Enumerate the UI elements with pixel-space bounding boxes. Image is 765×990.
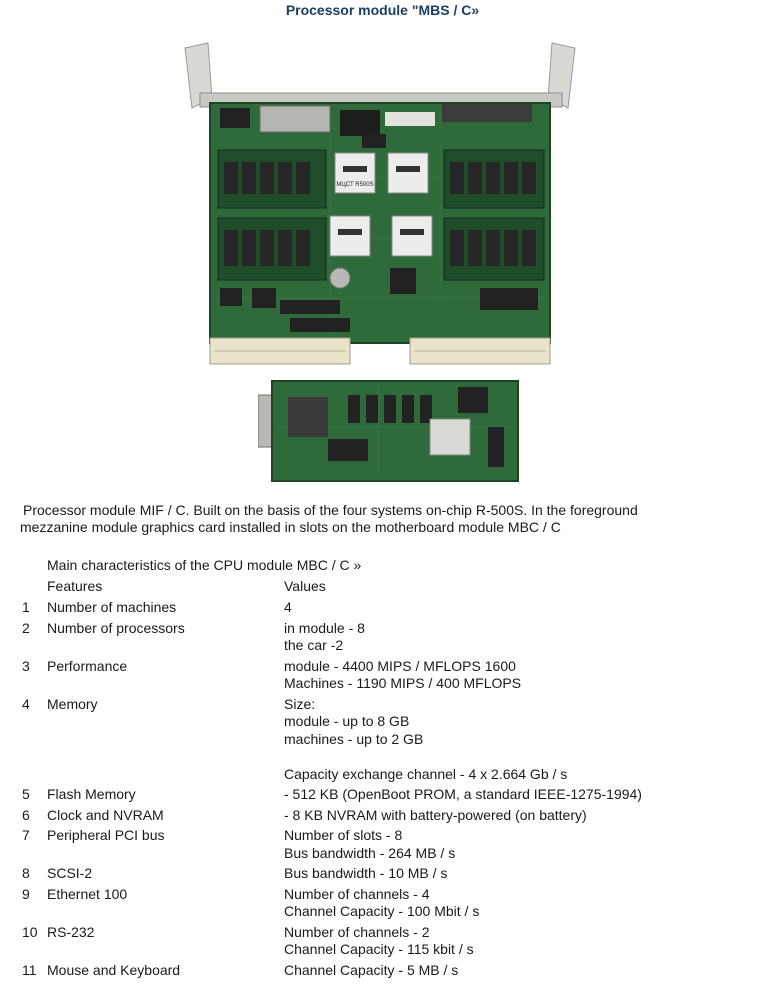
row-value-line: Bus bandwidth - 10 MB / s <box>284 865 448 881</box>
row-number: 9 <box>22 885 30 902</box>
table-row: 8 SCSI-2 Bus bandwidth - 10 MB / s <box>0 865 765 883</box>
row-value-line: the car -2 <box>284 637 344 653</box>
table-title: Main characteristics of the CPU module M… <box>47 557 362 573</box>
row-number: 6 <box>22 806 30 823</box>
chip-label: MЦСТ R500S <box>336 182 373 188</box>
row-feature: Mouse and Keyboard <box>47 961 181 978</box>
row-value-line: Number of channels - 4 <box>284 885 430 902</box>
row-feature: RS-232 <box>47 923 95 940</box>
row-feature: Peripheral PCI bus <box>47 827 165 843</box>
row-number: 3 <box>22 657 30 674</box>
row-feature: Number of machines <box>47 599 177 615</box>
table-row: 11 Mouse and Keyboard Channel Capacity - 5… <box>0 962 765 980</box>
spec-table: 1 Number of machines 4 2 Number of processor… <box>0 599 765 982</box>
row-number: 1 <box>22 599 30 615</box>
row-value-line: 4 <box>284 599 292 615</box>
table-row: 5 Flash Memory - 512 KB (OpenBoot PROM, a … <box>0 786 765 804</box>
row-number: 2 <box>22 619 30 636</box>
table-row: 6 Clock and NVRAM - 8 KB NVRAM with batter… <box>0 807 765 825</box>
row-value-line: Bus bandwidth - 264 MB / s <box>284 844 456 861</box>
figure-caption: Processor module MIF / C. Built on the b… <box>20 502 750 536</box>
row-feature: Number of processors <box>47 619 185 636</box>
caption-line-2: mezzanine module graphics card installed… <box>20 519 561 535</box>
row-value-line: in module - 8 <box>284 619 365 636</box>
table-header: Features Values <box>0 578 765 596</box>
row-value-line <box>284 748 765 766</box>
row-values: 4 <box>284 599 765 617</box>
row-value-line: Channel Capacity - 5 MB / s <box>284 961 459 978</box>
row-value-line: module - 4400 MIPS / MFLOPS 1600 <box>284 657 516 674</box>
row-value-line: Channel Capacity - 100 Mbit / s <box>284 903 480 919</box>
row-value-line: Number of channels - 2 <box>284 923 430 940</box>
table-row: 3 Performance module - 4400 MIPS / MFLOPS … <box>0 658 765 693</box>
header-features: Features <box>47 578 103 594</box>
table-row: 1 Number of machines 4 <box>0 599 765 617</box>
row-value-line: Channel Capacity - 115 kbit / s <box>284 941 474 957</box>
row-feature: Memory <box>47 695 98 712</box>
caption-line-1: Processor module MIF / C. Built on the b… <box>23 502 638 518</box>
row-value-line: - 8 KB NVRAM with battery-powered (on ba… <box>284 806 587 823</box>
row-values: Channel Capacity - 5 MB / s <box>284 962 765 980</box>
row-feature: Flash Memory <box>47 786 136 802</box>
row-feature: SCSI-2 <box>47 865 93 881</box>
row-values: - 8 KB NVRAM with battery-powered (on ba… <box>284 807 765 825</box>
header-values: Values <box>284 578 326 594</box>
row-number: 8 <box>22 865 30 881</box>
row-feature: Ethernet 100 <box>47 885 128 902</box>
row-number: 5 <box>22 786 30 802</box>
row-values: Bus bandwidth - 10 MB / s <box>284 865 765 883</box>
row-value-line: Capacity exchange channel - 4 x 2.664 Gb… <box>284 765 568 782</box>
row-feature: Clock and NVRAM <box>47 806 164 823</box>
processor-board-image: MЦСТ R500S <box>184 42 576 365</box>
row-values: - 512 KB (OpenBoot PROM, a standard IEEE… <box>284 786 765 804</box>
row-value-line: Number of slots - 8 <box>284 827 403 843</box>
page-title: Processor module "MBS / C» <box>285 2 480 18</box>
row-number: 10 <box>22 923 38 940</box>
row-value-line: Machines - 1190 MIPS / 400 MFLOPS <box>284 675 522 691</box>
row-value-line: Size: <box>284 695 316 712</box>
row-feature: Performance <box>47 657 128 674</box>
mezzanine-graphics-card-image <box>258 380 519 482</box>
row-number: 11 <box>22 961 37 978</box>
row-number: 7 <box>22 827 30 843</box>
row-value-line: module - up to 8 GB <box>284 713 410 729</box>
row-number: 4 <box>22 695 30 712</box>
row-value-line: machines - up to 2 GB <box>284 730 424 747</box>
row-value-line: - 512 KB (OpenBoot PROM, a standard IEEE… <box>284 786 642 802</box>
